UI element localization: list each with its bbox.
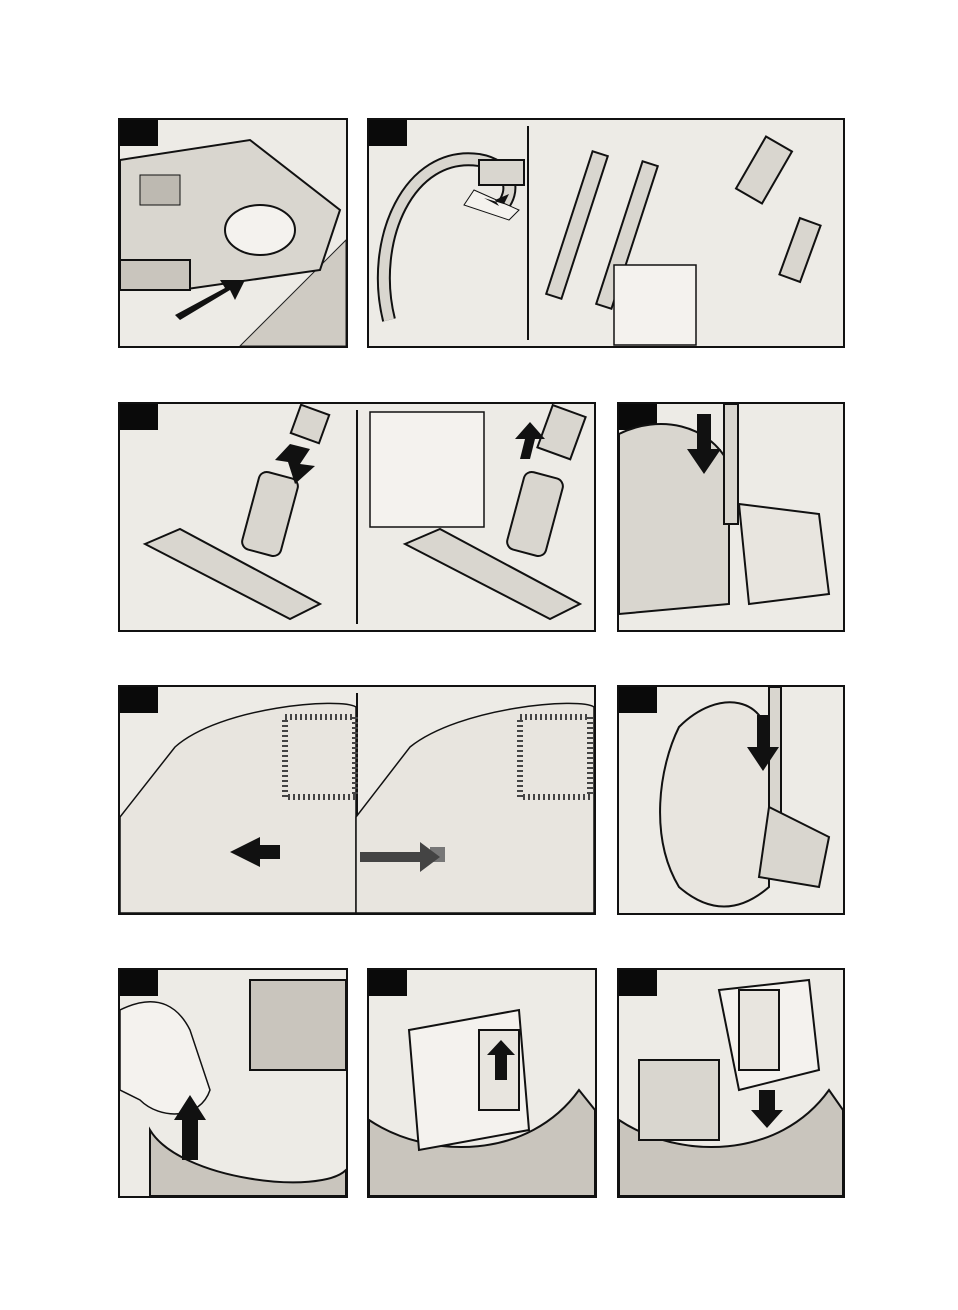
- panel-3-floor-brush: [118, 402, 596, 632]
- floor-brush-illustration: [120, 404, 594, 630]
- panel-2-accessories: [367, 118, 845, 348]
- open-lid-illustration: [120, 970, 346, 1196]
- filter-grille-illustration: [120, 687, 594, 913]
- nozzle-illustration: [120, 120, 346, 346]
- upright-storage-illustration: [619, 687, 843, 913]
- remove-bag-illustration: [369, 970, 595, 1196]
- panel-9-insert-dust-bag: [617, 968, 845, 1198]
- panel-4-attach-to-body: [617, 402, 845, 632]
- panel-7-open-lid: [118, 968, 348, 1198]
- accessories-illustration: [369, 120, 843, 346]
- panel-1-floor-nozzle-carpet: [118, 118, 348, 348]
- panel-5-filter-release: [118, 685, 596, 915]
- body-parking-illustration: [619, 404, 843, 630]
- panel-8-remove-dust-bag: [367, 968, 597, 1198]
- insert-bag-illustration: [619, 970, 843, 1196]
- panel-6-upright-storage: [617, 685, 845, 915]
